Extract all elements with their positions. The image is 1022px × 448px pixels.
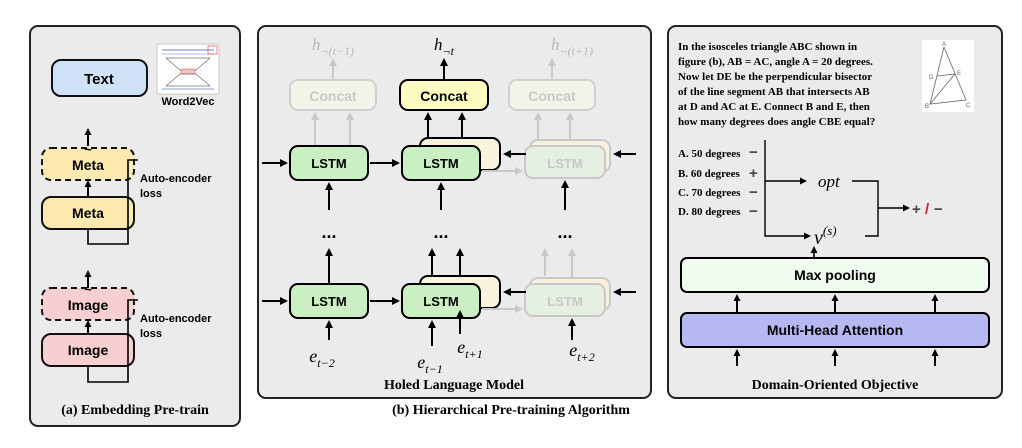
lstm-lower-left-label: LSTM [311,294,346,309]
connector-question-to-v [764,140,811,240]
text-node [51,59,148,97]
lstm-upper-right-label: LSTM [547,156,582,171]
image-recon-label: Image [68,297,109,313]
opt-label: opt [818,172,841,191]
lstm-upper-center [401,145,481,181]
ellipsis-left: ... [321,222,336,242]
e-label-center-high: et+1 [457,337,482,361]
svg-text:D: D [929,75,934,81]
meta-recon-label: Meta [72,157,104,173]
e-label-left: et−2 [309,346,334,370]
question-text: In the isosceles triangle ABC shown in f… [678,41,876,128]
image-loss-line1: Auto-encoder [140,313,212,325]
meta-loss-line1: Auto-encoder [140,173,212,185]
h-label-center: h¬t [434,35,455,58]
image-loss-connector [87,299,138,383]
option-d-sign: − [749,203,758,220]
multi-head-attention-label: Multi-Head Attention [767,322,903,338]
lstm-lower-center [401,283,481,319]
e-label-center-low: et−1 [417,352,442,376]
text-node-label: Text [84,71,114,88]
svg-text:A: A [942,42,946,48]
lstm-lower-left [289,283,369,319]
max-pooling-node [680,257,990,293]
meta-loss-connector [87,159,138,245]
option-a-sign: − [749,144,758,161]
lstm-lower-right-label: LSTM [547,294,582,309]
panel-c-frame [667,25,1003,399]
option-d: D. 80 degrees [678,206,741,218]
word2vec-label: Word2Vec [162,96,215,108]
result-slash: / [925,201,930,218]
h-label-left: h¬(t−1) [312,35,354,58]
lstm-upper-left [289,145,369,181]
option-b: B. 60 degrees [678,168,741,180]
panel-b: h¬(t−1) h¬t h¬(t+1) Concat Concat Concat… [257,25,652,399]
meta-tilde: ~ [84,142,92,157]
lstm-lower-center-label: LSTM [423,294,458,309]
lstm-upper-right [524,145,606,179]
panel-c: In the isosceles triangle ABC shown in f… [667,25,1003,399]
option-a: A. 50 degrees [678,148,741,160]
panel-a-frame [29,25,241,427]
result-plus: + [912,201,921,218]
concat-left-label: Concat [309,88,357,104]
v-label: v(s) [814,223,837,249]
option-b-sign: + [749,165,758,182]
image-tilde: ~ [84,282,92,297]
image-node-label: Image [68,342,109,358]
meta-loss-line2: loss [140,188,162,200]
image-loss-line2: loss [140,328,162,340]
svg-text:B: B [925,104,929,110]
concat-node-center [399,79,489,111]
ellipsis-center: ... [433,222,448,242]
e-label-right: et+2 [569,340,594,364]
svg-text:E: E [957,71,961,77]
figure-caption: (b) Hierarchical Pre-training Algorithm [392,403,630,418]
h-label-right: h¬(t+1) [551,35,593,58]
word2vec-diagram-icon [156,43,220,95]
lstm-lower-right [524,283,606,317]
svg-text:C: C [966,103,971,109]
concat-node-left [289,79,377,111]
triangle-figure-icon: A D E B C [922,40,974,112]
option-c-sign: − [749,184,758,201]
panel-a: Text Word2Vec ~ Meta Meta Auto-encoder l… [29,25,241,427]
option-c: C. 70 degrees [678,187,741,199]
concat-right-label: Concat [528,88,576,104]
concat-node-right [508,79,596,111]
panel-b-subtitle: Holed Language Model [384,378,524,393]
max-pooling-label: Max pooling [794,267,876,283]
panel-a-caption: (a) Embedding Pre-train [61,403,209,418]
lstm-upper-left-label: LSTM [311,156,346,171]
lstm-upper-center-label: LSTM [423,156,458,171]
meta-node-label: Meta [72,205,104,221]
panel-c-subtitle: Domain-Oriented Objective [752,378,919,393]
result-minus: − [934,201,943,218]
concat-center-label: Concat [420,88,468,104]
multi-head-attention-node [680,312,990,348]
ellipsis-right: ... [557,222,572,242]
